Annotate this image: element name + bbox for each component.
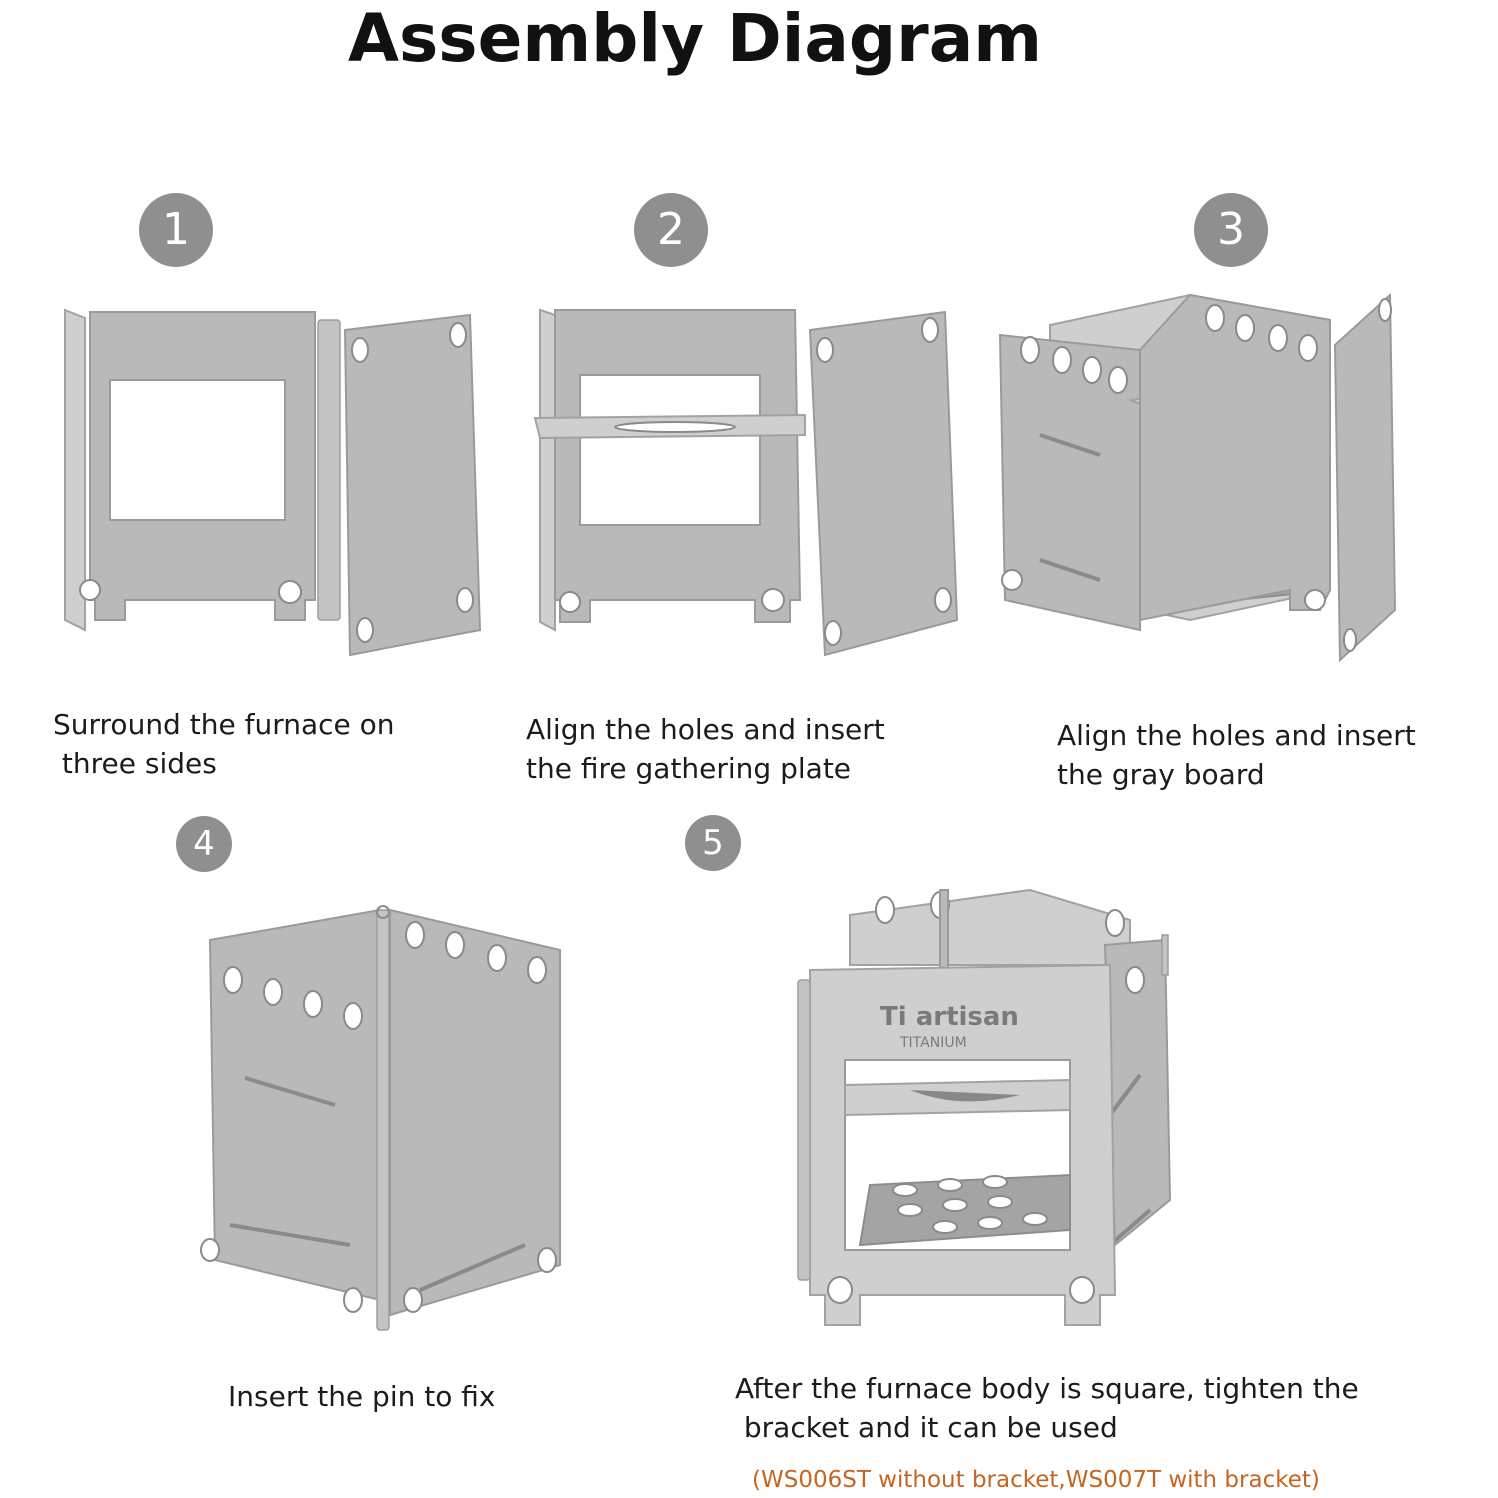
step-1-left-panel: [64, 308, 86, 632]
step-3-front-right-panel: [1139, 293, 1331, 622]
step-1-front-panel: [79, 311, 316, 621]
model-note: (WS006ST without bracket,WS007T with bra…: [752, 1467, 1320, 1493]
step-3-left-panel: [998, 333, 1141, 632]
step-5-left-hinge: [797, 979, 811, 1281]
step-2-left-panel: [539, 308, 556, 632]
step-5-logo-brand: Ti artisan: [880, 1002, 1019, 1032]
step-4-figure: [200, 905, 561, 1331]
step-5-front-panel: Ti artisan TITANIUM: [809, 963, 1117, 1326]
step-4-badge: 4: [176, 816, 232, 872]
step-4-caption: Insert the pin to fix: [228, 1380, 496, 1413]
step-2-figure: [533, 308, 959, 657]
step-2-right-panel: [808, 310, 959, 657]
step-1-badge: 1: [139, 193, 213, 267]
step-3-right-panel: [1333, 292, 1397, 663]
step-3-figure: [998, 292, 1397, 663]
step-5-right-panel: [1103, 934, 1172, 1248]
step-1-right-panel: [343, 313, 482, 657]
step-3-caption: Align the holes and insert the gray boar…: [1057, 719, 1416, 791]
step-4-left-panel: [200, 908, 381, 1313]
step-4-right-panel: [389, 908, 561, 1317]
step-2-badge: 2: [634, 193, 708, 267]
step-4-pin: [376, 905, 390, 1331]
step-5-grate-holes: [892, 1175, 1048, 1234]
step-5-caption: After the furnace body is square, tighte…: [735, 1372, 1359, 1444]
step-2-gathering-plate: [533, 413, 806, 440]
step-1-caption: Surround the furnace on three sides: [53, 708, 395, 780]
step-5-figure: Ti artisan TITANIUM: [797, 888, 1172, 1326]
step-5-back-panels: [849, 888, 1131, 991]
step-1-figure: [64, 308, 482, 657]
step-2-front-panel: [554, 309, 802, 623]
step-5-logo-sub: TITANIUM: [899, 1035, 967, 1051]
step-5-badge: 5: [685, 815, 741, 871]
step-2-caption: Align the holes and insert the fire gath…: [526, 713, 885, 785]
page-title: Assembly Diagram: [347, 0, 1043, 77]
step-1-hinge: [317, 319, 341, 621]
step-3-badge: 3: [1194, 193, 1268, 267]
